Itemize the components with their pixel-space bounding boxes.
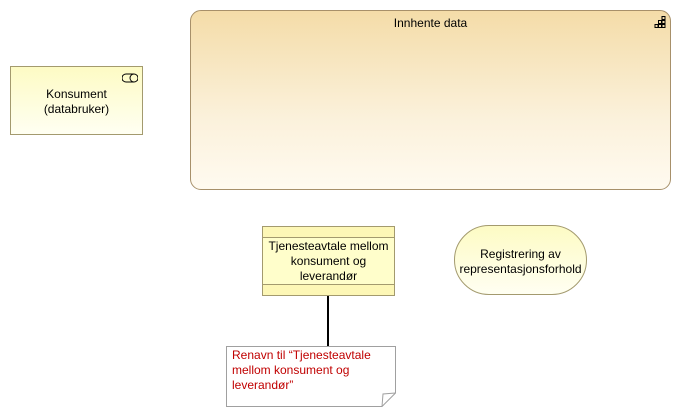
process-group-icon <box>654 16 666 31</box>
note-shape <box>226 346 396 407</box>
note-label: Renavn til “Tjenesteavtale mellom konsum… <box>232 348 390 393</box>
note-label-line3: leverandør” <box>232 378 294 392</box>
role-label-line1: Konsument <box>46 87 107 101</box>
note-label-line2: mellom konsument og <box>232 363 350 377</box>
innhente-data-process[interactable]: Innhente data <box>190 10 671 190</box>
registrering-service[interactable]: Registrering av representasjonsforhold <box>454 225 587 295</box>
note-label-line1: Renavn til “Tjenesteavtale <box>232 348 371 362</box>
service-label: Registrering av representasjonsforhold <box>455 247 586 277</box>
contract-label-line1: Tjenesteavtale mellom <box>268 239 389 253</box>
note-connector-line[interactable] <box>327 296 329 346</box>
contract-label-line2: konsument og <box>290 254 367 268</box>
role-label-line2: (databruker) <box>43 102 110 116</box>
contract-label-line3: leverandør <box>299 269 358 283</box>
rename-note[interactable]: Renavn til “Tjenesteavtale mellom konsum… <box>226 346 396 407</box>
konsument-role[interactable]: Konsument (databruker) <box>10 66 143 135</box>
service-label-line1: Registrering av <box>480 247 561 261</box>
contract-footer-band <box>263 284 394 295</box>
tjenesteavtale-contract[interactable]: Tjenesteavtale mellom konsument og lever… <box>262 226 395 296</box>
business-role-icon <box>121 72 139 86</box>
role-label: Konsument (databruker) <box>11 87 142 117</box>
contract-header-band <box>263 227 394 238</box>
contract-label: Tjenesteavtale mellom konsument og lever… <box>265 239 392 284</box>
process-title: Innhente data <box>393 16 468 30</box>
service-label-line2: representasjonsforhold <box>459 262 582 276</box>
